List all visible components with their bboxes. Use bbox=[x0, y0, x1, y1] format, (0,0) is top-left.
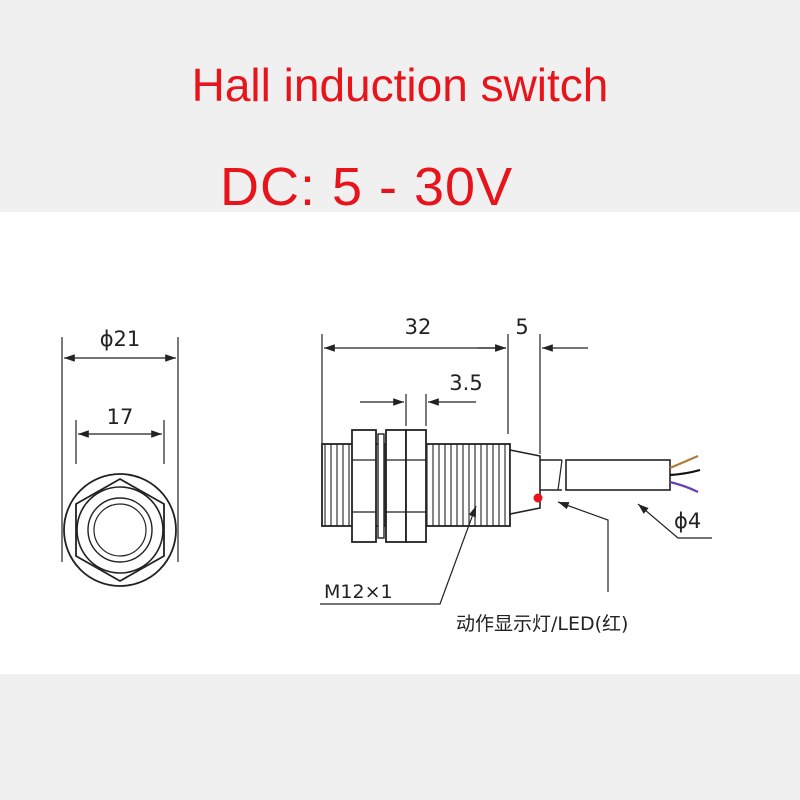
black-wire bbox=[669, 468, 701, 477]
hex-nut-middle bbox=[385, 429, 407, 543]
header-band: Hall induction switch DC: 5 - 30V bbox=[0, 0, 800, 217]
side-view: 32 5 3.5 bbox=[320, 315, 712, 635]
voltage-spec: DC: 5 - 30V bbox=[220, 157, 514, 217]
blue-wire bbox=[669, 480, 699, 493]
outer-circle bbox=[63, 473, 177, 587]
inner-width-label: 17 bbox=[107, 405, 134, 429]
footer-band bbox=[0, 674, 800, 800]
brown-wire bbox=[669, 454, 699, 470]
body-length-label: 32 bbox=[405, 315, 432, 339]
sensing-face bbox=[93, 503, 147, 557]
hex-nut-right bbox=[405, 429, 427, 543]
nut-width-label: 3.5 bbox=[449, 371, 482, 395]
page-title: Hall induction switch bbox=[191, 59, 609, 111]
outer-diameter-label: ϕ21 bbox=[100, 327, 141, 351]
sensor-drawing: ϕ21 17 32 5 bbox=[61, 315, 712, 635]
led-label: 动作显示灯/LED(红) bbox=[456, 613, 628, 635]
hex-nut-left bbox=[351, 429, 377, 543]
inner-circle bbox=[76, 486, 164, 574]
hex-nut-outline bbox=[75, 477, 165, 583]
cable-diameter-label: ϕ4 bbox=[674, 509, 701, 533]
cable-gland bbox=[509, 449, 541, 515]
diagram-panel: ϕ21 17 32 5 bbox=[0, 212, 800, 674]
thread-label: M12×1 bbox=[324, 581, 393, 603]
led-indicator bbox=[533, 493, 543, 503]
cable bbox=[565, 459, 671, 491]
front-view: ϕ21 17 bbox=[61, 327, 179, 587]
cable-gap-label: 5 bbox=[515, 315, 528, 339]
